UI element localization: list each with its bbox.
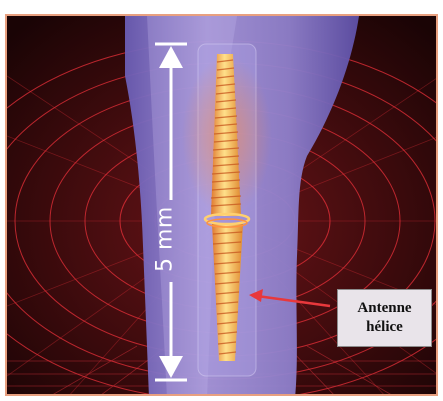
callout-line-1: Antenne xyxy=(357,299,411,318)
dimension-label: 5 mm xyxy=(153,212,178,272)
callout-line-2: hélice xyxy=(366,318,403,337)
figure-frame: 5 mm Antenne hélice xyxy=(5,14,438,396)
antenna-callout: Antenne hélice xyxy=(337,289,432,347)
